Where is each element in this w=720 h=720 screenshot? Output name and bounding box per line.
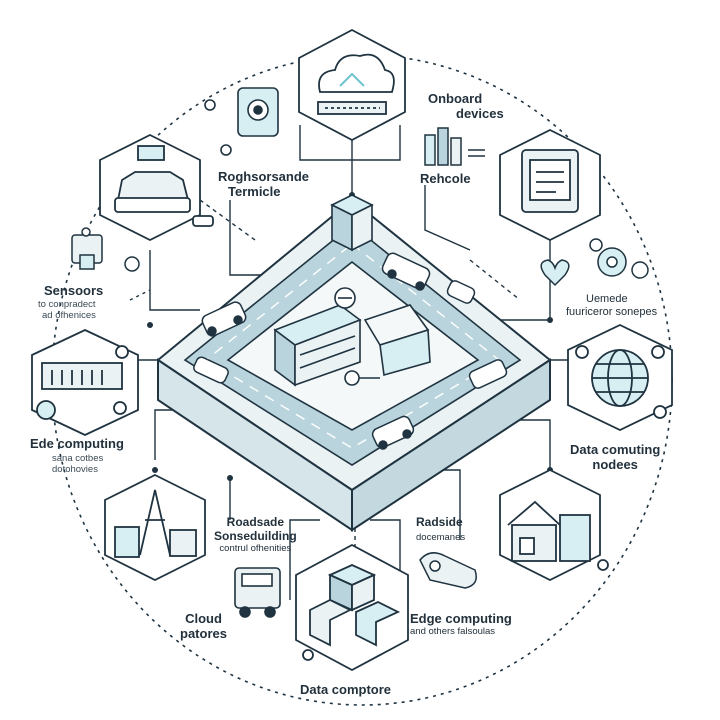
- edge-computing-right-line-1: Edge computing: [410, 611, 512, 626]
- roadside-sensor-label: Roadsade Sonseduilding contrul ofhenitie…: [214, 515, 297, 555]
- tower-hexagon: [104, 473, 206, 582]
- roadside-sensor-line-3: contrul ofhenities: [219, 542, 292, 554]
- cloud-server-hexagon: [298, 28, 406, 142]
- car-5: [371, 415, 415, 450]
- roadside-terminal-line-2: Termicle: [228, 183, 281, 199]
- car-4: [468, 359, 508, 389]
- car-6: [193, 356, 229, 384]
- roadside-terminal-label: Roghsorsande Termicle: [218, 169, 310, 200]
- delivery-truck-icon: [234, 567, 281, 618]
- sensor-icons: [71, 227, 140, 272]
- onboard-devices-line-2: devices: [456, 105, 504, 121]
- edge-computing-left-hexagon: [31, 329, 139, 436]
- data-nodes-label: Data comuting nodees: [570, 442, 661, 473]
- cloud-platform-label: Cloud patores: [180, 611, 227, 642]
- cloud-platform-line-2: patores: [180, 625, 227, 641]
- gear-icons: [540, 238, 649, 287]
- sensors-sub-line-2: ad ofhenices: [42, 309, 96, 321]
- vehicle-sensors-label: Uemede fuuriceror sonepes: [566, 293, 657, 318]
- car-3: [446, 280, 476, 304]
- rehcole-icon: [424, 127, 485, 166]
- edge-left-sub-line-1: sana cotbes: [52, 453, 104, 464]
- central-buildings: [273, 287, 431, 387]
- data-nodes-line-2: nodees: [592, 456, 638, 472]
- edge-computing-right-line-2: and others falsoulas: [410, 625, 496, 637]
- handheld-device-icon: [204, 87, 279, 156]
- edge-computing-right-label: Edge computing and others falsoulas: [410, 611, 512, 638]
- roadside-terminal-line-1: Roghsorsande: [218, 169, 310, 184]
- roadside-devices-line-2: docemanes: [416, 531, 466, 543]
- edge-left-sub-line-2: dotohovies: [52, 463, 98, 475]
- edge-computing-left-subtitle: sana cotbes dotohovies: [52, 453, 104, 476]
- onboard-devices-line-1: Onboard: [428, 91, 483, 106]
- roadside-sensor-line-1: Roadsade: [226, 515, 285, 529]
- cars: [193, 252, 508, 450]
- roadside-devices-label: Radside docemanes: [416, 515, 466, 544]
- roadside-devices-line-1: Radside: [416, 515, 463, 529]
- car-1: [201, 301, 247, 337]
- roadside-terminal-box: [330, 194, 374, 252]
- data-center-label: Data comptore: [300, 682, 392, 697]
- building-hexagon: [499, 468, 609, 582]
- edge-computing-left-title: Ede computing: [30, 436, 124, 451]
- vehicle-hexagon: [99, 133, 214, 242]
- car-2: [381, 252, 431, 291]
- globe-hexagon: [567, 324, 673, 431]
- tablet-hexagon: [499, 128, 601, 242]
- data-nodes-line-1: Data comuting: [570, 442, 661, 457]
- sensors-sub-line-1: to conpradect: [38, 299, 96, 310]
- sensors-title: Sensoors: [44, 283, 104, 298]
- onboard-devices-label: Onboard devices: [428, 91, 504, 122]
- vehicle-sensors-line-1: Uemede: [586, 293, 628, 305]
- sensors-subtitle: to conpradect ad ofhenices: [38, 299, 96, 322]
- roadside-device-icons: [419, 552, 477, 589]
- roadside-sensor-line-2: Sonseduilding: [214, 528, 297, 543]
- vehicle-sensors-line-2: fuuriceror sonepes: [566, 305, 658, 318]
- cloud-platform-line-1: Cloud: [185, 611, 222, 626]
- data-center-hexagon: [295, 543, 409, 672]
- rehcole-label: Rehcole: [420, 171, 471, 186]
